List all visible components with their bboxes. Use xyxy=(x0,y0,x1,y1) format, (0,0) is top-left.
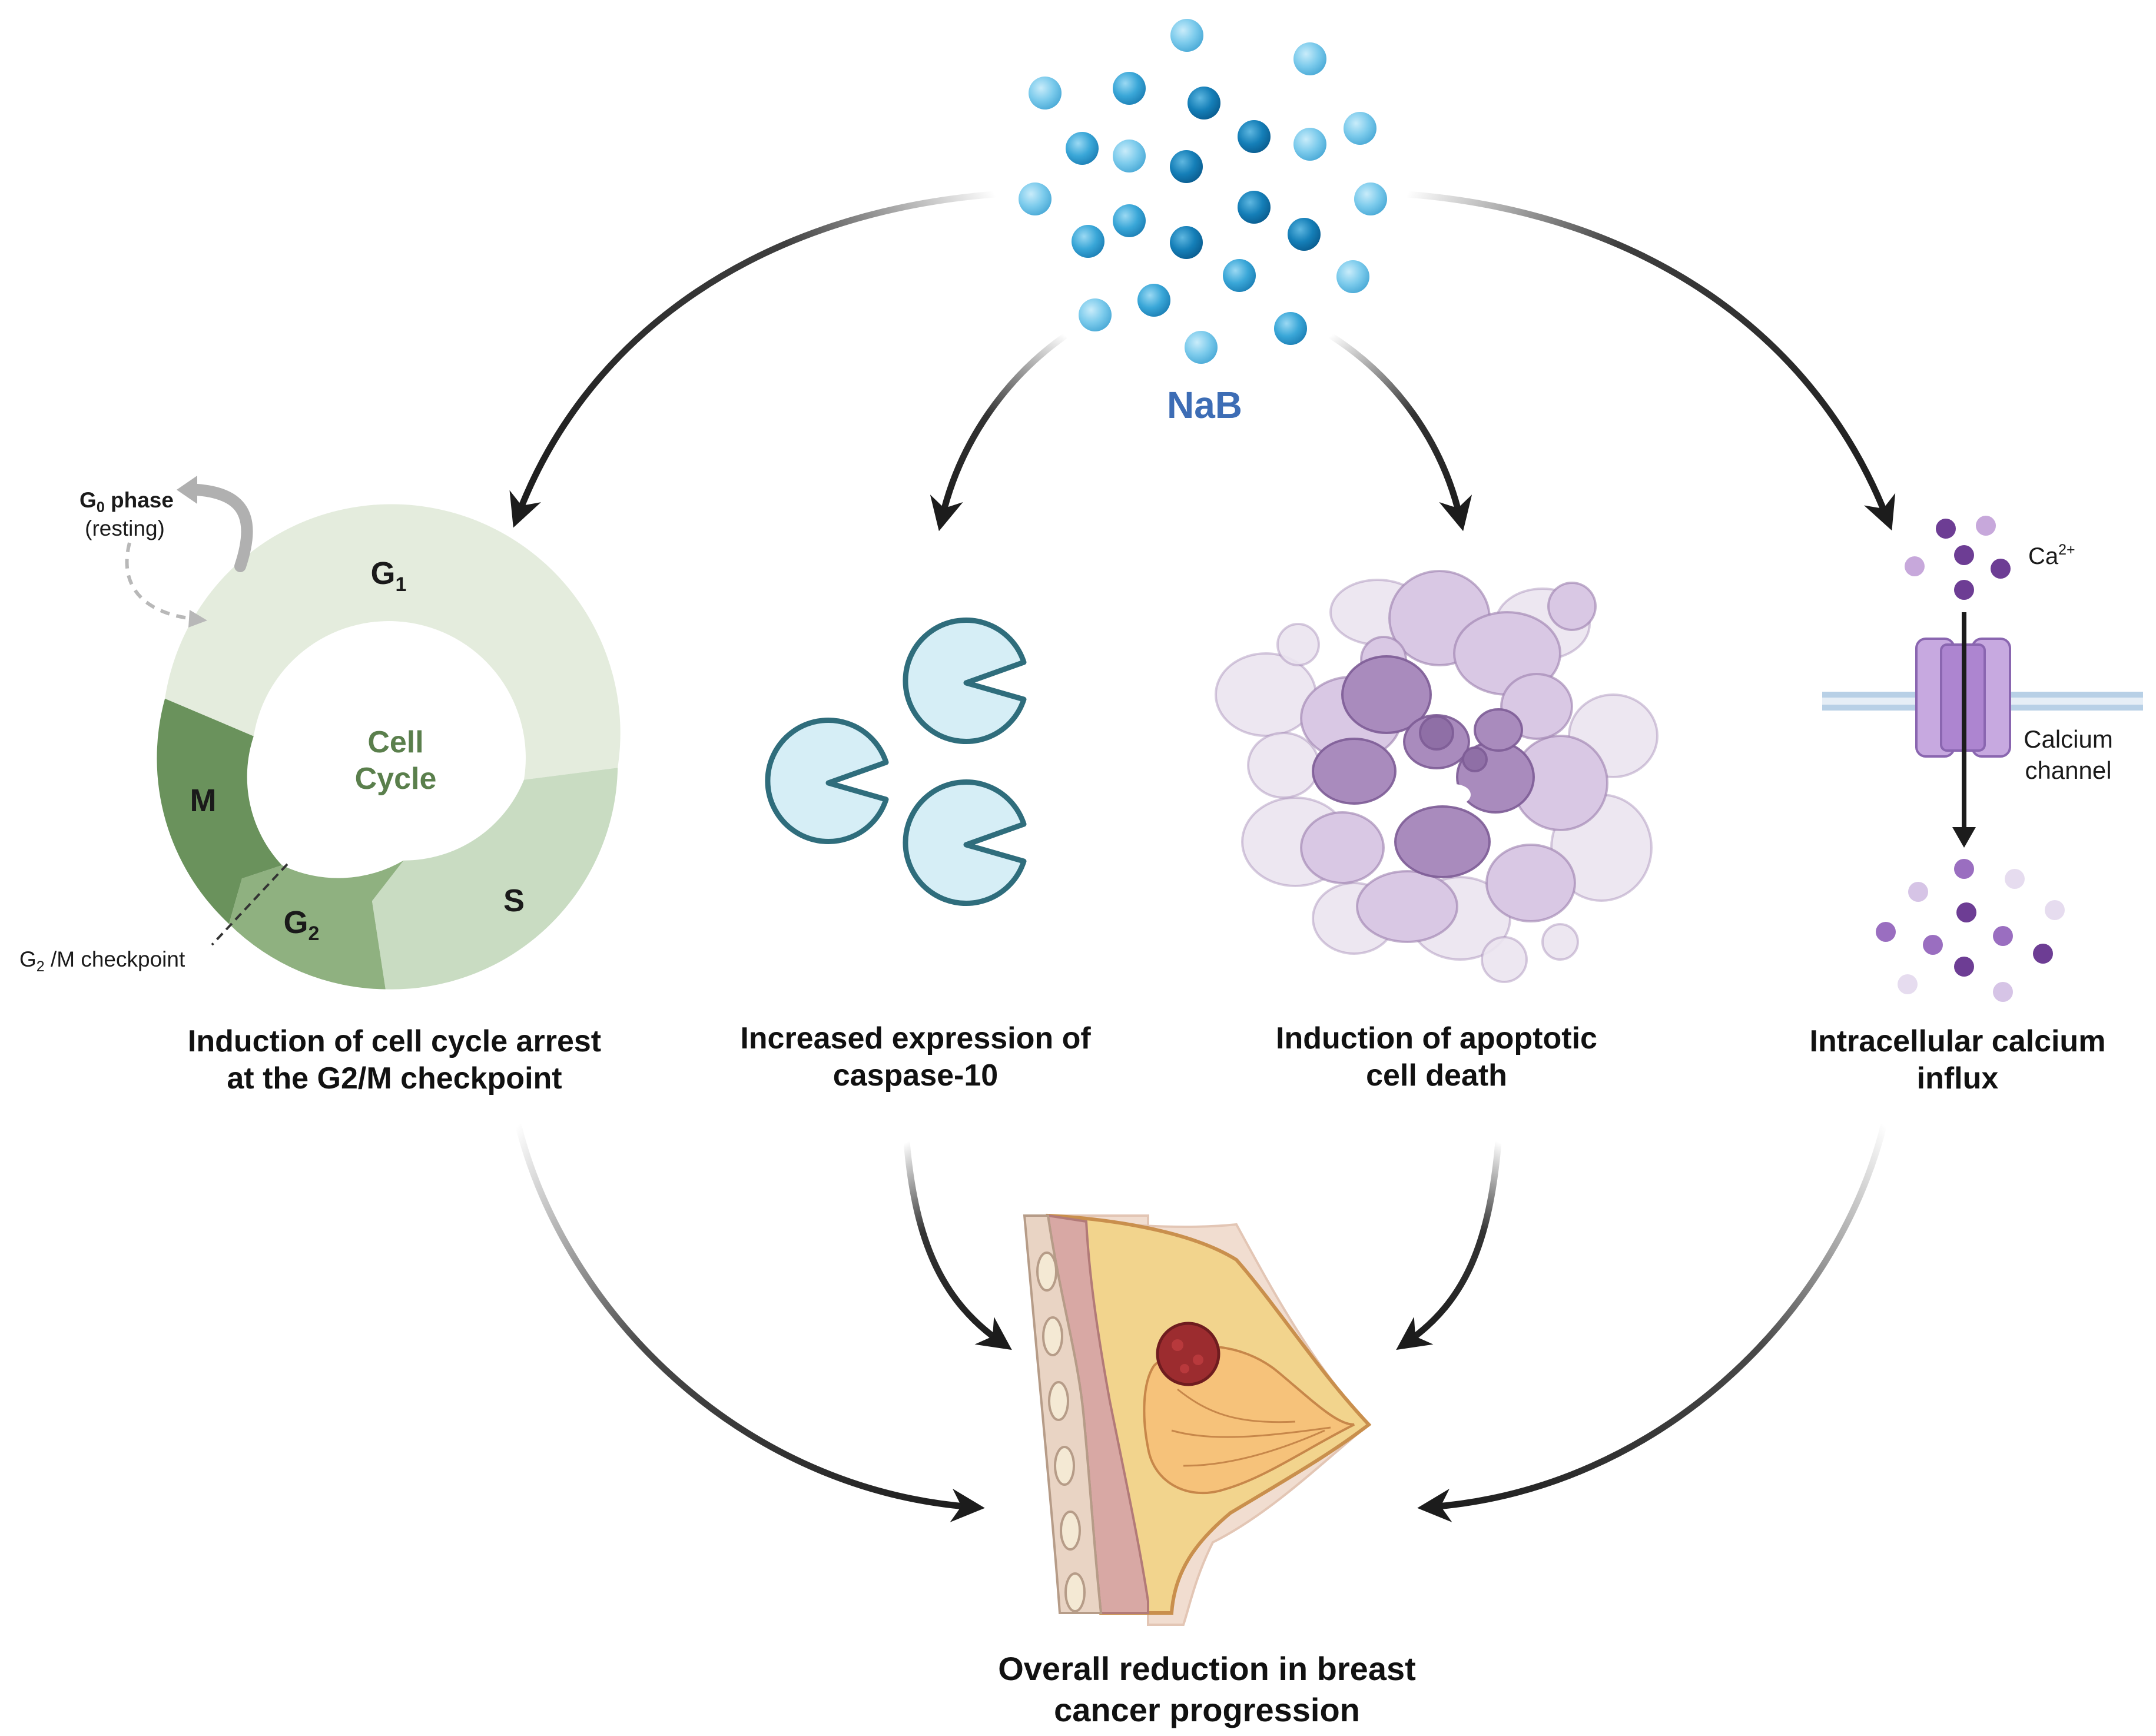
arrow-nab-to-cell-cycle xyxy=(509,191,996,528)
outcome-line2: cancer progression xyxy=(1054,1691,1360,1728)
arrow-calcium-to-outcome xyxy=(1417,1123,1888,1522)
calcium-channel-label-line1: Calcium xyxy=(2024,725,2113,753)
phase-s-label: S xyxy=(503,883,525,918)
g0-return-dashed-arrow xyxy=(125,542,189,620)
g2m-checkpoint-label: G2 /M checkpoint xyxy=(19,947,185,975)
arrow-cell-cycle-to-outcome xyxy=(515,1123,985,1522)
effect-2-line1: Increased expression of xyxy=(740,1021,1091,1055)
phase-g1-segment xyxy=(165,504,621,780)
apoptotic-cell-icon xyxy=(1215,570,1659,983)
phase-g2-segment xyxy=(228,860,404,990)
outcome-line1: Overall reduction in breast xyxy=(998,1650,1416,1687)
arrows xyxy=(509,191,1896,1522)
phase-g2-label: G2 xyxy=(284,905,320,945)
nab-particles-icon xyxy=(1019,19,1387,364)
arrow-apoptosis-to-outcome xyxy=(1396,1141,1502,1350)
g0-phase-label: G0 phase xyxy=(79,488,174,516)
arrow-nab-to-calcium xyxy=(1407,191,1896,531)
calcium-channel-icon xyxy=(1822,516,2143,1002)
caspase-enzyme-icon xyxy=(765,618,1027,906)
phase-m-segment xyxy=(157,698,282,924)
calcium-channel-label-line2: channel xyxy=(2025,756,2111,784)
cell-cycle-title-line1: Cell xyxy=(367,725,423,759)
effect-caspase-label: Increased expression of caspase-10 xyxy=(642,1020,1189,1095)
cell-cycle-title-line2: Cycle xyxy=(355,762,437,796)
effect-1-line1: Induction of cell cycle arrest xyxy=(187,1024,602,1058)
arrow-nab-to-apoptosis xyxy=(1329,333,1472,532)
breast-tumor-icon xyxy=(1023,1213,1372,1626)
phase-m-label: M xyxy=(190,783,217,818)
arrow-caspase-to-outcome xyxy=(903,1141,1012,1350)
cell-cycle-ring-icon xyxy=(125,476,621,990)
checkpoint-pointer-line xyxy=(211,863,288,946)
effect-4-line2: influx xyxy=(1916,1061,1999,1096)
effect-apoptosis-label: Induction of apoptotic cell death xyxy=(1177,1020,1696,1095)
tumor-icon xyxy=(1156,1322,1220,1386)
phase-g1-label: G1 xyxy=(371,556,407,596)
calcium-ions-outside xyxy=(1905,516,2011,600)
calcium-ions-inside xyxy=(1876,859,2065,1002)
effect-calcium-label: Intracellular calcium influx xyxy=(1766,1023,2149,1098)
effect-2-line2: caspase-10 xyxy=(832,1058,999,1093)
effect-4-line1: Intracellular calcium xyxy=(1809,1024,2106,1058)
g0-loop-arrow xyxy=(191,484,253,572)
g0-resting-label: (resting) xyxy=(85,516,165,540)
effect-3-line2: cell death xyxy=(1366,1058,1507,1093)
effect-1-line2: at the G2/M checkpoint xyxy=(227,1061,562,1096)
phase-s-segment xyxy=(372,768,618,990)
arrow-nab-to-caspase xyxy=(930,333,1068,532)
outcome-label: Overall reduction in breast cancer progr… xyxy=(901,1648,1513,1731)
calcium-ion-label: Ca2+ xyxy=(2028,542,2075,569)
nab-label: NaB xyxy=(1167,384,1242,426)
effect-cell-cycle-arrest-label: Induction of cell cycle arrest at the G2… xyxy=(106,1023,683,1098)
effect-3-line1: Induction of apoptotic xyxy=(1276,1021,1597,1055)
